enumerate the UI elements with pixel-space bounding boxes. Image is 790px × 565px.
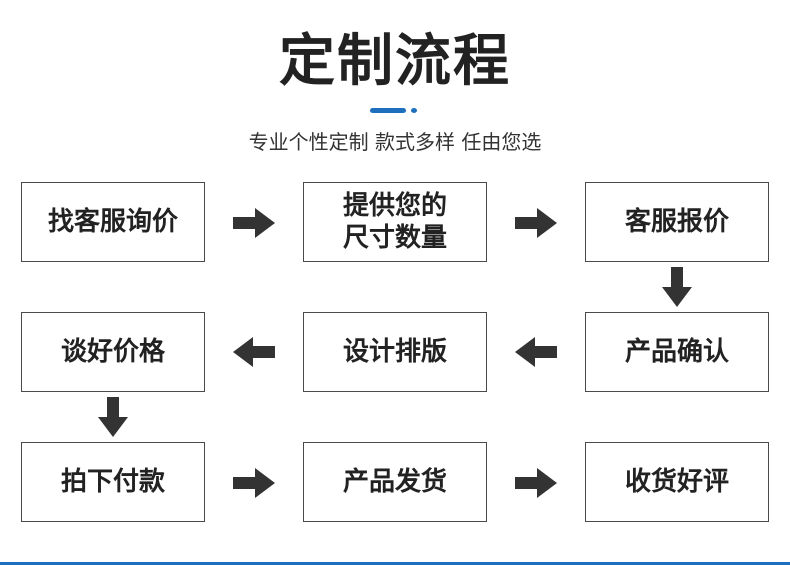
step-box-3: 客服报价: [585, 182, 769, 262]
arrow-right-icon: [233, 468, 275, 498]
arrow-right-icon: [233, 208, 275, 238]
step-box-9: 收货好评: [585, 442, 769, 522]
page-subtitle: 专业个性定制 款式多样 任由您选: [248, 130, 542, 154]
bottom-divider: [0, 562, 790, 565]
step-box-7: 拍下付款: [21, 442, 205, 522]
step-box-5: 设计排版: [303, 312, 487, 392]
step-box-1: 找客服询价: [21, 182, 205, 262]
title-accent-bar: [370, 108, 406, 113]
step-box-4: 产品确认: [585, 312, 769, 392]
step-box-6: 谈好价格: [21, 312, 205, 392]
arrow-left-icon: [515, 337, 557, 367]
title-accent-dot: [411, 108, 417, 113]
arrow-right-icon: [515, 468, 557, 498]
page-title: 定制流程: [279, 29, 511, 94]
step-box-8: 产品发货: [303, 442, 487, 522]
arrow-down-icon: [662, 267, 692, 307]
arrow-right-icon: [515, 208, 557, 238]
arrow-left-icon: [233, 337, 275, 367]
step-box-2: 提供您的 尺寸数量: [303, 182, 487, 262]
arrow-down-icon: [98, 397, 128, 437]
